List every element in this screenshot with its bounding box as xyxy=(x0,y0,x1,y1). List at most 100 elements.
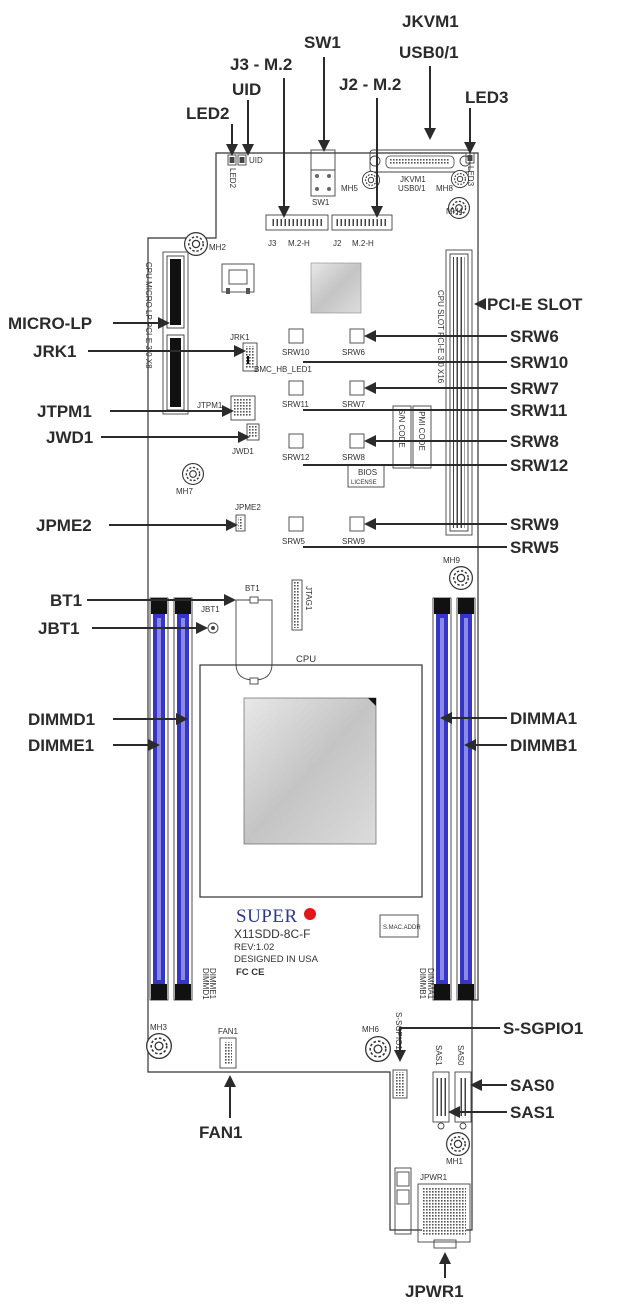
callout-j2: J2 - M.2 xyxy=(339,75,401,94)
cpu-micro-lp-silk: CPU MICRO LP PCI-E 3.0 X8 xyxy=(144,262,153,369)
mh7-silk: MH7 xyxy=(176,487,193,496)
callout-jrk1: JRK1 xyxy=(33,342,76,361)
cpu-silk: CPU xyxy=(296,654,316,665)
mh6-hole-icon xyxy=(365,1036,391,1062)
jtpm1-silk: JTPM1 xyxy=(197,401,223,410)
pcie-slot: CPU SLOT PCI-E 3.0 X16 xyxy=(436,249,473,536)
bmc-heatsink xyxy=(310,262,362,314)
sas-connectors: SAS1 SAS0 xyxy=(432,1045,472,1130)
callout-jtpm1: JTPM1 xyxy=(37,402,92,421)
j2-m2-connector: J2 M.2-H xyxy=(331,214,393,248)
srw7-silk: SRW7 xyxy=(342,400,366,409)
sw1-switch: SW1 xyxy=(310,149,336,207)
mac-label xyxy=(379,914,419,938)
callout-srw9: SRW9 xyxy=(510,515,559,534)
callout-usb01: USB0/1 xyxy=(399,43,459,62)
mh3-silk: MH3 xyxy=(150,1023,167,1032)
callout-fan1: FAN1 xyxy=(199,1123,242,1142)
callout-srw12: SRW12 xyxy=(510,456,568,475)
designed-silk: DESIGNED IN USA xyxy=(234,954,319,965)
jkvm1-silk: JKVM1 xyxy=(400,175,426,184)
callout-jpwr1: JPWR1 xyxy=(405,1282,464,1301)
callout-led3: LED3 xyxy=(465,88,508,107)
j3-silk: J3 xyxy=(268,239,277,248)
jrk1-silk: JRK1 xyxy=(230,333,250,342)
jbt1-silk: JBT1 xyxy=(201,605,220,614)
mh9-silk: MH9 xyxy=(443,556,460,565)
callout-sas1: SAS1 xyxy=(510,1103,554,1122)
bt1-silk: BT1 xyxy=(245,584,260,593)
callout-jwd1: JWD1 xyxy=(46,428,93,447)
fan1-header: FAN1 xyxy=(218,1027,239,1069)
callout-srw6: SRW6 xyxy=(510,327,559,346)
callout-jpme2: JPME2 xyxy=(36,516,92,535)
callout-bt1: BT1 xyxy=(50,591,82,610)
jtag1-silk: JTAG1 xyxy=(304,586,313,611)
callout-micro-lp: MICRO-LP xyxy=(8,314,92,333)
led2-silk: LED2 xyxy=(228,168,237,189)
led3-header: LED3 xyxy=(465,152,475,187)
jpme2-silk: JPME2 xyxy=(235,503,261,512)
ipmi-code-silk: IPMI CODE xyxy=(417,409,426,451)
j2-silk: J2 xyxy=(333,239,342,248)
mac-label-silk: S.MAC.ADDR xyxy=(383,925,421,931)
mh4-silk: MH4 xyxy=(446,207,463,216)
uid-silk: UID xyxy=(249,156,263,165)
srw10-silk: SRW10 xyxy=(282,348,310,357)
bmc-hb-led1-silk: BMC_HB_LED1 xyxy=(254,365,312,374)
sas1-silk: SAS1 xyxy=(434,1045,443,1066)
dimme1-silk: DIMME1 xyxy=(208,968,217,1000)
cpu-socket: CPU xyxy=(199,654,423,898)
sn-code-silk: S/N CODE xyxy=(397,409,406,448)
callout-dimma1: DIMMA1 xyxy=(510,709,577,728)
logo-red-dot-icon xyxy=(304,908,316,920)
srw11-silk: SRW11 xyxy=(282,400,309,409)
j2-m2-silk: M.2-H xyxy=(352,239,374,248)
jpwr1-silk: JPWR1 xyxy=(420,1173,448,1182)
callout-dimme1: DIMME1 xyxy=(28,736,94,755)
srw-pads: SRW10 SRW6 SRW11 SRW7 SRW12 SRW8 SRW5 SR… xyxy=(282,328,366,546)
micro-lp-slot: CPU MICRO LP PCI-E 3.0 X8 xyxy=(144,251,189,415)
mh3-hole-icon xyxy=(146,1033,172,1059)
srw5-silk: SRW5 xyxy=(282,537,306,546)
callout-srw8: SRW8 xyxy=(510,432,559,451)
mh8-silk: MH8 xyxy=(436,184,453,193)
jtpm1-header: JTPM1 xyxy=(197,395,256,421)
callout-sas0: SAS0 xyxy=(510,1076,554,1095)
callout-s-sgpio1: S-SGPIO1 xyxy=(503,1019,583,1038)
mh7-hole-icon xyxy=(182,463,204,485)
callout-dimmb1: DIMMB1 xyxy=(510,736,577,755)
dimm-slots-right: DIMMB1 DIMMA1 xyxy=(418,597,476,1001)
mh2-silk: MH2 xyxy=(209,243,226,252)
dimmb1-silk: DIMMB1 xyxy=(418,968,427,1000)
callout-dimmd1: DIMMD1 xyxy=(28,710,95,729)
callout-srw11: SRW11 xyxy=(510,401,567,420)
callout-srw7: SRW7 xyxy=(510,379,559,398)
j3-m2-connector: J3 M.2-H xyxy=(265,214,329,248)
srw12-silk: SRW12 xyxy=(282,453,310,462)
bios-silk: BIOS xyxy=(358,468,377,477)
callout-leaders xyxy=(87,57,507,1278)
srw6-silk: SRW6 xyxy=(342,348,366,357)
callout-uid: UID xyxy=(232,80,261,99)
usb01-silk: USB0/1 xyxy=(398,184,426,193)
mh8-hole-icon xyxy=(451,170,469,188)
mh9-hole-icon xyxy=(449,566,473,590)
jtag1-header: JTAG1 xyxy=(291,579,313,631)
srw9-silk: SRW9 xyxy=(342,537,366,546)
callout-jkvm1: JKVM1 xyxy=(402,12,459,31)
bt1-battery: BT1 xyxy=(235,584,273,685)
brand-logo: SUPER xyxy=(236,906,298,927)
dimmd1-silk: DIMMD1 xyxy=(201,968,210,1000)
callout-labels: SW1 JKVM1 USB0/1 J3 - M.2 J2 - M.2 UID L… xyxy=(8,12,583,1301)
mh5-silk: MH5 xyxy=(341,184,358,193)
led3-silk: LED3 xyxy=(466,166,475,187)
j3-m2-silk: M.2-H xyxy=(288,239,310,248)
s-sgpio1-header: S-SGPIO1 xyxy=(392,1012,408,1099)
sn-ipmi-labels: S/N CODE IPMI CODE xyxy=(392,405,432,469)
small-component xyxy=(221,263,255,294)
sas0-silk: SAS0 xyxy=(456,1045,465,1066)
srw8-silk: SRW8 xyxy=(342,453,366,462)
jkvm1-connector: JKVM1 USB0/1 MH5 MH8 xyxy=(341,149,471,193)
